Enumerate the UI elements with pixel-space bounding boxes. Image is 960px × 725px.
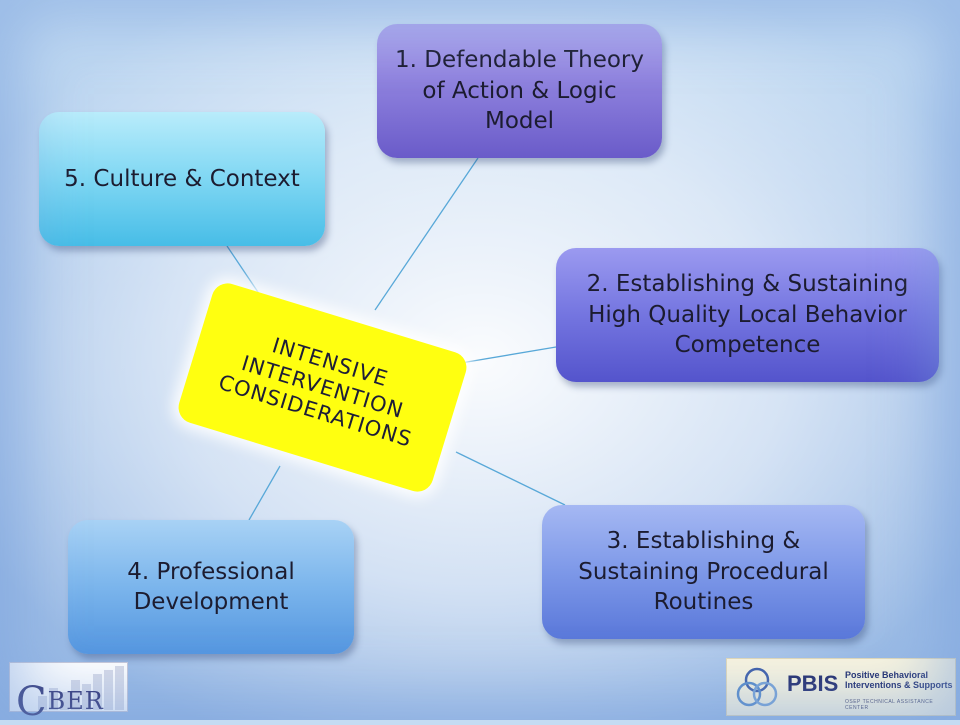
pbis-logo-line-1: Positive Behavioral xyxy=(845,670,929,680)
node-theory-of-action: 1. Defendable Theory of Action & Logic M… xyxy=(377,24,662,158)
pbis-logo-line-3: OSEP TECHNICAL ASSISTANCE CENTER xyxy=(845,699,934,711)
connector-node-3 xyxy=(455,451,566,506)
connector-node-2 xyxy=(454,346,557,365)
cber-bars-graphic xyxy=(38,666,124,710)
node-professional-development: 4. Professional Development xyxy=(68,520,354,654)
connector-node-4 xyxy=(248,465,281,521)
node-local-behavior-competence: 2. Establishing & Sustaining High Qualit… xyxy=(556,248,939,382)
node-procedural-routines: 3. Establishing & Sustaining Procedural … xyxy=(542,505,865,639)
cber-logo: CBER xyxy=(9,662,128,725)
pbis-logo: PBIS Positive Behavioral Interventions &… xyxy=(726,658,956,716)
cber-logo-initial: C xyxy=(16,679,48,725)
node-local-behavior-competence-label: 2. Establishing & Sustaining High Qualit… xyxy=(586,271,909,359)
cber-logo-text: CBER xyxy=(16,673,104,725)
node-culture-context: 5. Culture & Context xyxy=(39,112,325,246)
pbis-rings-icon xyxy=(736,667,778,707)
node-procedural-routines-label: 3. Establishing & Sustaining Procedural … xyxy=(578,528,829,616)
cber-logo-rest: BER xyxy=(47,687,104,715)
connector-node-1 xyxy=(374,157,479,311)
node-professional-development-label: 4. Professional Development xyxy=(127,558,295,615)
pbis-logo-line-2: Interventions & Supports xyxy=(845,680,953,690)
node-culture-context-label: 5. Culture & Context xyxy=(64,165,300,192)
pbis-logo-name: PBIS xyxy=(787,671,839,696)
node-theory-of-action-label: 1. Defendable Theory of Action & Logic M… xyxy=(394,47,644,135)
